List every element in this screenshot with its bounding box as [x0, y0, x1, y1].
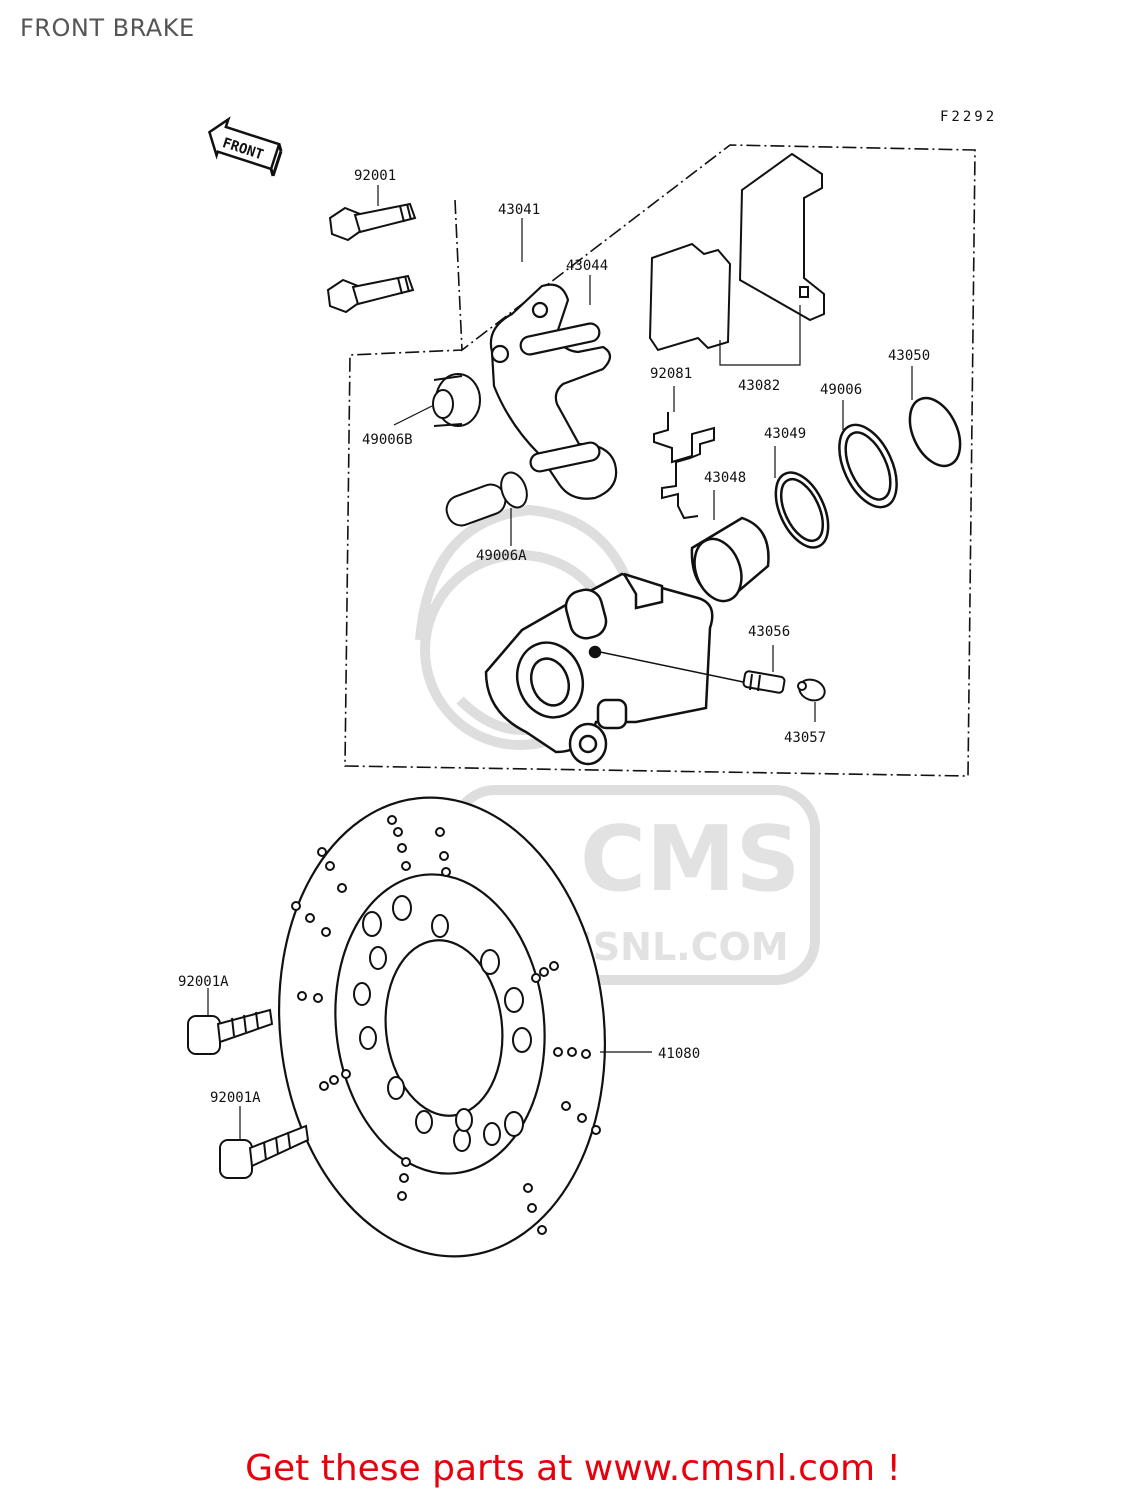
part-label-43048[interactable]: 43048 [704, 470, 746, 486]
part-label-43082[interactable]: 43082 [738, 378, 780, 394]
promo-link[interactable]: Get these parts at www.cmsnl.com ! [245, 1448, 901, 1489]
front-arrow-icon: FRONT [207, 116, 283, 177]
disc-bolt-upper-92001A [187, 1008, 274, 1055]
part-label-92001A-upper[interactable]: 92001A [178, 974, 229, 990]
watermark-brand: CMS [580, 807, 800, 912]
part-label-43041[interactable]: 43041 [498, 202, 540, 218]
page-title: FRONT BRAKE [20, 14, 195, 42]
figure-code: F2292 [940, 109, 997, 125]
brake-disc-41080 [278, 796, 606, 1258]
part-label-49006A[interactable]: 49006A [476, 548, 527, 564]
part-label-43044[interactable]: 43044 [566, 258, 608, 274]
promo-banner: Get these parts at www.cmsnl.com ! [0, 1448, 1146, 1489]
caliper-assembly-frame [344, 144, 976, 777]
part-label-43049[interactable]: 43049 [764, 426, 806, 442]
brake-pads-43082 [648, 152, 825, 352]
cap-43050 [908, 396, 962, 468]
disc-bolt-lower-92001A [219, 1124, 310, 1179]
part-label-43056[interactable]: 43056 [748, 624, 790, 640]
part-label-49006B[interactable]: 49006B [362, 432, 413, 448]
disc-holes [291, 815, 601, 1235]
part-label-43050[interactable]: 43050 [888, 348, 930, 364]
part-label-92081[interactable]: 92081 [650, 366, 692, 382]
pads-leader [719, 305, 801, 366]
part-label-92001A-lower[interactable]: 92001A [210, 1090, 261, 1106]
part-label-41080[interactable]: 41080 [658, 1046, 700, 1062]
caliper-body [484, 572, 714, 766]
bleeder-valve-43056 [742, 670, 786, 694]
part-label-49006[interactable]: 49006 [820, 382, 862, 398]
piston-43048 [690, 516, 770, 603]
bleeder-cap-43057 [797, 678, 826, 702]
dust-seal-49006 [838, 423, 898, 509]
slide-pin-49006A [445, 471, 528, 527]
piston-seal-43049 [774, 471, 830, 549]
part-label-92001[interactable]: 92001 [354, 168, 396, 184]
pad-spring-92081 [653, 412, 715, 520]
boot-49006B [432, 373, 481, 427]
caliper-bracket-43044 [489, 283, 618, 500]
mounting-bolts-92001 [326, 202, 417, 314]
part-label-43057[interactable]: 43057 [784, 730, 826, 746]
